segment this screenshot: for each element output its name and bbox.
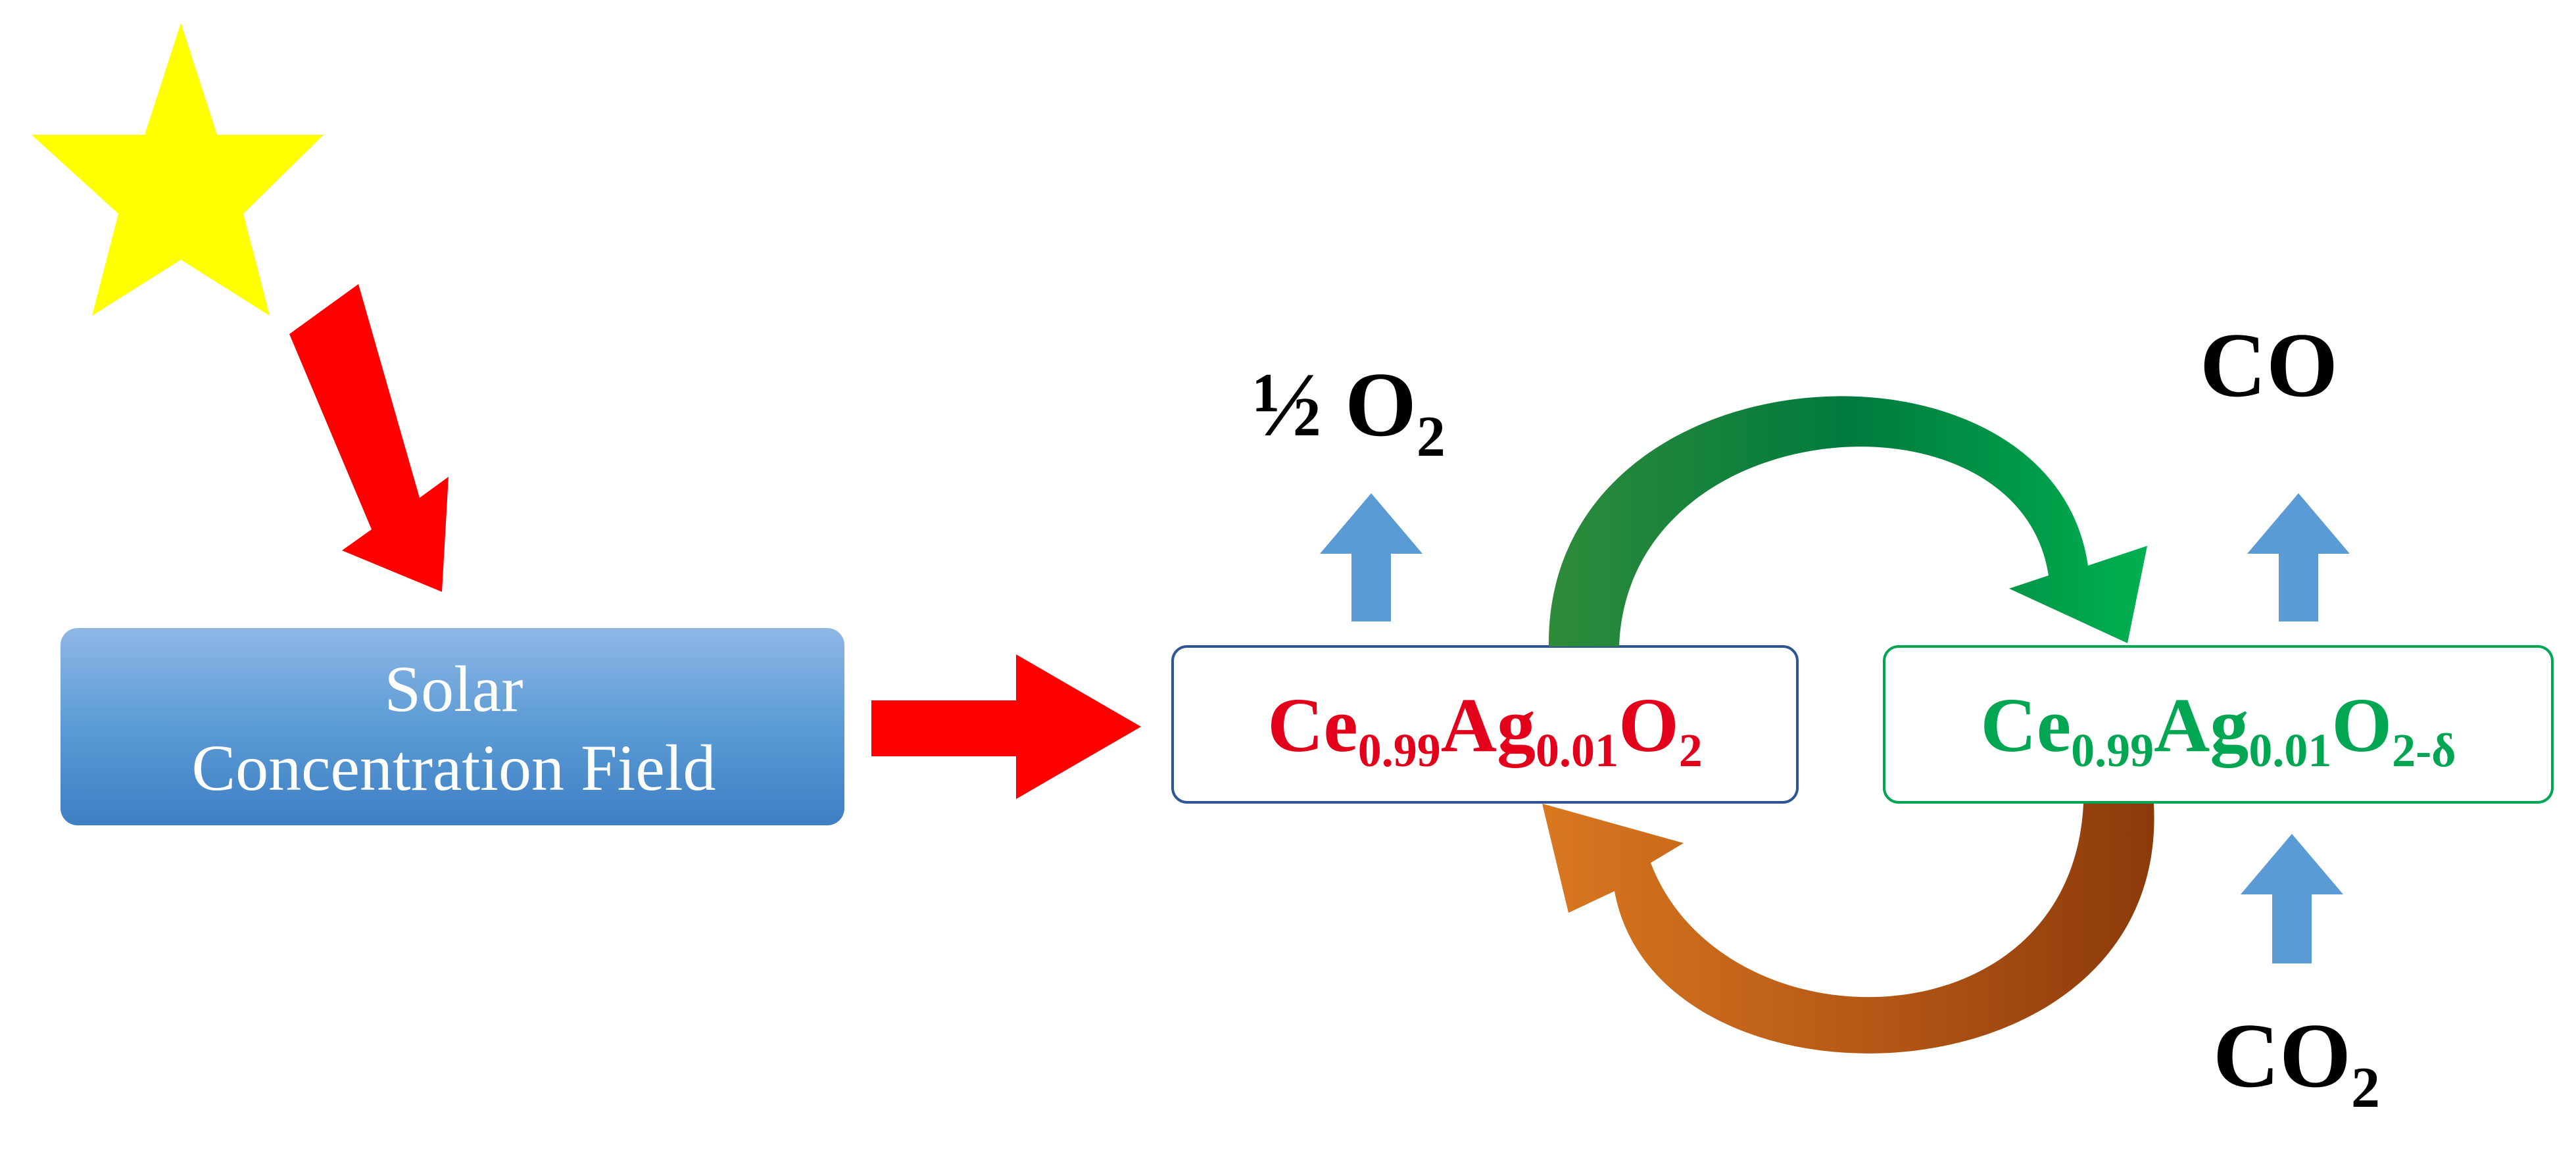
reduced-o: O: [2331, 682, 2393, 768]
oxidized-o: O: [1618, 682, 1679, 768]
reduced-ag-sub: 0.01: [2248, 724, 2332, 777]
oxygen-product-text: ½ O: [1253, 354, 1417, 456]
oxidized-material-box: [1171, 645, 1799, 804]
oxidation-arrow: [1542, 804, 2154, 1054]
oxidized-ce-sub: 0.99: [1357, 724, 1441, 777]
reduced-material-box: [1883, 645, 2554, 804]
solar-concentration-field-box: [61, 628, 844, 825]
co2-input-label: CO2: [2213, 1003, 2380, 1117]
co2-input-arrow: [2241, 834, 2343, 963]
reduced-o-sub: 2-δ: [2392, 724, 2456, 777]
oxidized-ce: Ce: [1267, 682, 1358, 768]
reduction-arrow: [1548, 396, 2147, 646]
co-product-label: CO: [2200, 312, 2338, 418]
oxidized-ag: Ag: [1440, 682, 1536, 768]
co2-input-sub: 2: [2351, 1056, 2380, 1120]
sun-to-field-arrow: [289, 284, 449, 592]
sun-icon: [32, 23, 324, 316]
o2-release-arrow: [1320, 493, 1422, 621]
reduced-ag: Ag: [2154, 682, 2249, 768]
solar-field-label: Solar Concentration Field: [62, 631, 845, 825]
oxygen-product-label: ½ O2: [1253, 352, 1446, 466]
reduced-ce: Ce: [1980, 682, 2072, 768]
reduced-ce-sub: 0.99: [2071, 724, 2154, 777]
oxidized-o-sub: 2: [1678, 724, 1703, 777]
oxygen-product-sub: 2: [1416, 404, 1446, 469]
co2-input-text: CO: [2213, 1005, 2351, 1107]
solar-label-line1: Solar: [384, 652, 523, 725]
oxidized-formula: Ce0.99Ag0.01O2: [1173, 681, 1797, 774]
solar-label-line2: Concentration Field: [191, 731, 716, 804]
reduced-formula: Ce0.99Ag0.01O2-δ: [1884, 681, 2552, 774]
oxidized-ag-sub: 0.01: [1536, 724, 1618, 777]
field-to-material-arrow: [871, 654, 1141, 799]
co-release-arrow: [2247, 493, 2350, 621]
co-product-text: CO: [2200, 314, 2338, 416]
